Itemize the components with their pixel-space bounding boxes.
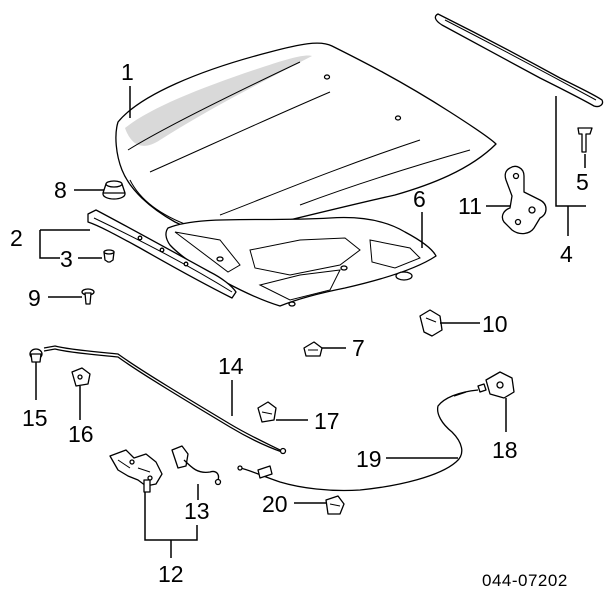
callout-10: 10	[482, 311, 508, 337]
callout-19: 19	[356, 446, 382, 472]
callout-8: 8	[54, 177, 67, 203]
callout-9: 9	[28, 285, 41, 311]
hood-lock	[109, 449, 163, 493]
callout-2: 2	[10, 225, 23, 251]
hood-panel	[115, 42, 497, 235]
hood-clip-10	[419, 309, 443, 337]
hood-insulator	[165, 216, 437, 307]
callout-4: 4	[560, 241, 573, 267]
diagram-reference-code: 044-07202	[482, 571, 568, 590]
cable-clamp	[325, 495, 345, 515]
strip-clip	[103, 249, 115, 263]
rod-retainer	[71, 367, 91, 387]
callout-5: 5	[576, 169, 589, 195]
weatherstrip-clip	[577, 127, 593, 153]
rod-retainer-clip	[257, 401, 277, 423]
callout-15: 15	[22, 405, 48, 431]
callout-14: 14	[218, 353, 244, 379]
callout-1: 1	[121, 59, 134, 85]
callout-11: 11	[458, 193, 482, 219]
hood-cushion	[102, 180, 126, 200]
callout-16: 16	[68, 421, 94, 447]
leader-lines	[35, 86, 586, 558]
callout-18: 18	[492, 437, 518, 463]
callout-20: 20	[262, 491, 288, 517]
callout-6: 6	[413, 186, 426, 212]
push-rivet	[81, 288, 95, 305]
rod-clip	[303, 341, 323, 357]
callout-labels: 1 2 3 4 5 6 7 8 9 10 11 12 13 14 15 16 1…	[10, 59, 589, 587]
hood-support-rod	[43, 345, 287, 455]
hood-weatherstrip	[434, 13, 604, 108]
callout-13: 13	[184, 498, 210, 524]
callout-7: 7	[352, 335, 365, 361]
hood-release-cable	[237, 389, 479, 492]
hood-release-handle	[477, 371, 515, 399]
callout-17: 17	[314, 408, 340, 434]
hood-release-lever	[171, 445, 222, 486]
rod-holder	[29, 348, 43, 363]
hood-hinge	[501, 165, 547, 235]
hood-front-strip	[87, 209, 237, 299]
callout-12: 12	[158, 561, 184, 587]
callout-3: 3	[60, 246, 73, 272]
